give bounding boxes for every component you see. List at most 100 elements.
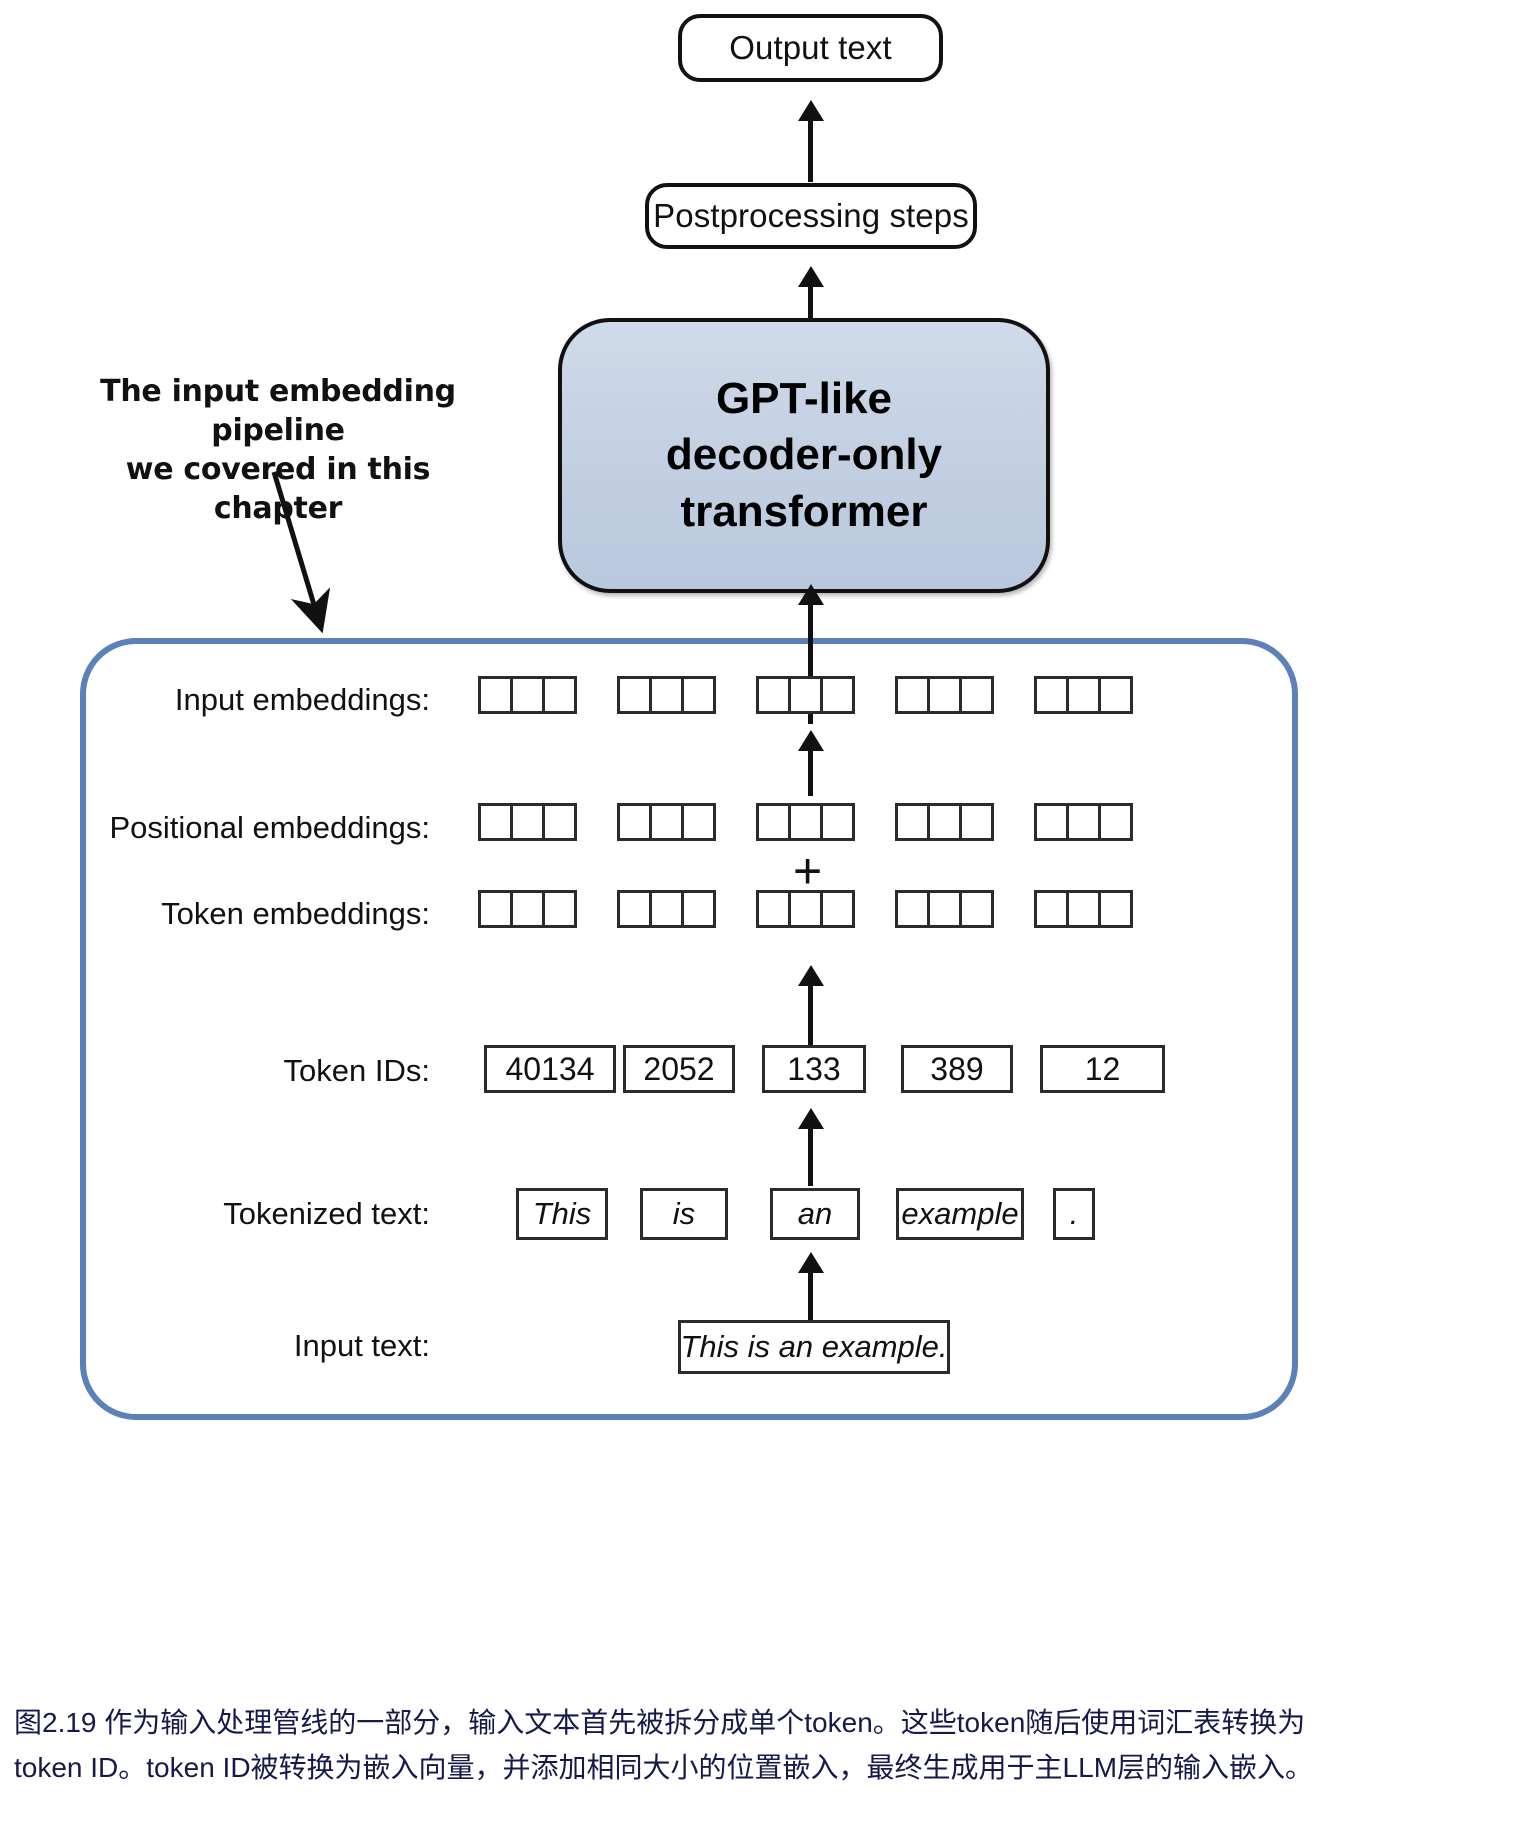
embedding-cell <box>478 676 513 714</box>
embedding-cell <box>927 676 962 714</box>
embedding-cell-group <box>756 890 855 928</box>
arrow-line-llm-to-post <box>808 284 813 322</box>
arrow-line-ids-to-embeddings <box>808 983 813 1045</box>
tokenized-text-label: Tokenized text: <box>223 1196 430 1231</box>
embedding-cell <box>1034 676 1069 714</box>
token-embeddings-label: Token embeddings: <box>161 896 430 931</box>
embedding-cell <box>510 676 545 714</box>
input-text-box: This is an example. <box>678 1320 950 1374</box>
embedding-cell <box>681 676 716 714</box>
row-label-token-ids: Token IDs: <box>170 1050 430 1092</box>
arrow-head-llm-to-post <box>798 266 824 287</box>
figure-caption: 图2.19 作为输入处理管线的一部分，输入文本首先被拆分成单个token。这些t… <box>14 1700 1504 1791</box>
embedding-cell-group <box>895 890 994 928</box>
token-box: an <box>770 1188 860 1240</box>
embedding-cell-group <box>1034 676 1133 714</box>
embedding-cell <box>542 890 577 928</box>
embedding-cell <box>1098 890 1133 928</box>
embedding-cell <box>681 803 716 841</box>
llm-box-line2: decoder-only <box>665 430 943 480</box>
output-text-label: Output text <box>729 29 892 66</box>
plus-sign: + <box>793 843 823 899</box>
row-label-positional-embeddings: Positional embeddings: <box>100 808 430 848</box>
arrow-head-input-to-tokens <box>798 1252 824 1273</box>
embedding-cell <box>617 890 652 928</box>
embedding-cell <box>681 890 716 928</box>
token-id-box: 389 <box>901 1045 1013 1093</box>
embedding-cell <box>510 890 545 928</box>
embedding-cell <box>788 676 823 714</box>
postprocessing-label: Postprocessing steps <box>653 197 969 234</box>
embedding-cell <box>895 890 930 928</box>
embedding-cell <box>542 803 577 841</box>
embedding-cell <box>617 676 652 714</box>
embedding-cell-group <box>1034 803 1133 841</box>
embedding-cell-group <box>895 803 994 841</box>
arrow-line-embed-to-llm <box>808 602 813 724</box>
figure-caption-line1: 图2.19 作为输入处理管线的一部分，输入文本首先被拆分成单个token。这些t… <box>14 1707 1306 1738</box>
embedding-cell <box>617 803 652 841</box>
token-ids-label: Token IDs: <box>283 1053 430 1088</box>
embedding-cell-group <box>478 676 577 714</box>
pipeline-annotation-line1: The input embedding pipeline <box>100 374 456 448</box>
embedding-cell-group <box>617 890 716 928</box>
arrow-line-sum-to-input-embeddings <box>808 748 813 796</box>
embedding-cell <box>1034 890 1069 928</box>
embedding-cell <box>895 803 930 841</box>
llm-box-line1: GPT-like <box>715 374 893 424</box>
llm-box-line3: transformer <box>680 486 928 536</box>
embedding-cell <box>1034 803 1069 841</box>
embedding-cell-group <box>617 676 716 714</box>
token-box: is <box>640 1188 728 1240</box>
row-label-input-text: Input text: <box>200 1325 430 1367</box>
row-label-token-embeddings: Token embeddings: <box>130 894 430 934</box>
embedding-cell <box>1098 676 1133 714</box>
embedding-cell-group <box>756 803 855 841</box>
embedding-cell <box>927 803 962 841</box>
embedding-cell <box>959 803 994 841</box>
embedding-cell <box>756 803 791 841</box>
embedding-cell-group <box>756 676 855 714</box>
embedding-cell <box>927 890 962 928</box>
postprocessing-box: Postprocessing steps <box>645 183 977 249</box>
embedding-cell <box>959 676 994 714</box>
embedding-cell <box>1098 803 1133 841</box>
embedding-cell <box>820 676 855 714</box>
arrow-head-post-to-output <box>798 100 824 121</box>
arrow-head-embed-to-llm <box>798 584 824 605</box>
embedding-cell <box>756 676 791 714</box>
token-box: This <box>516 1188 608 1240</box>
embedding-cell <box>820 890 855 928</box>
arrow-head-sum-to-input-embeddings <box>798 730 824 751</box>
embedding-cell <box>478 890 513 928</box>
embedding-cell <box>756 890 791 928</box>
embedding-cell-group <box>617 803 716 841</box>
embedding-cell <box>959 890 994 928</box>
embedding-cell-group <box>895 676 994 714</box>
embedding-cell <box>820 803 855 841</box>
gpt-decoder-transformer-box: GPT-like decoder-only transformer <box>558 318 1050 593</box>
embedding-cell <box>649 676 684 714</box>
arrow-head-ids-to-embeddings <box>798 965 824 986</box>
token-id-box: 2052 <box>623 1045 735 1093</box>
arrow-line-post-to-output <box>808 118 813 182</box>
output-text-box: Output text <box>678 14 943 82</box>
arrow-line-input-to-tokens <box>808 1270 813 1328</box>
input-embedding-pipeline-frame <box>80 638 1298 1420</box>
pipeline-annotation: The input embedding pipeline we covered … <box>78 372 478 528</box>
token-id-box: 40134 <box>484 1045 616 1093</box>
row-label-input-embeddings: Input embeddings: <box>130 680 430 720</box>
embedding-cell-group <box>478 890 577 928</box>
embedding-cell <box>1066 803 1101 841</box>
embedding-cell-group <box>1034 890 1133 928</box>
token-id-box: 12 <box>1040 1045 1165 1093</box>
embedding-cell <box>478 803 513 841</box>
token-box: . <box>1053 1188 1095 1240</box>
embedding-cell <box>1066 676 1101 714</box>
embedding-cell <box>788 890 823 928</box>
token-id-box: 133 <box>762 1045 866 1093</box>
embedding-cell <box>542 676 577 714</box>
embedding-cell <box>895 676 930 714</box>
row-label-tokenized-text: Tokenized text: <box>160 1193 430 1235</box>
